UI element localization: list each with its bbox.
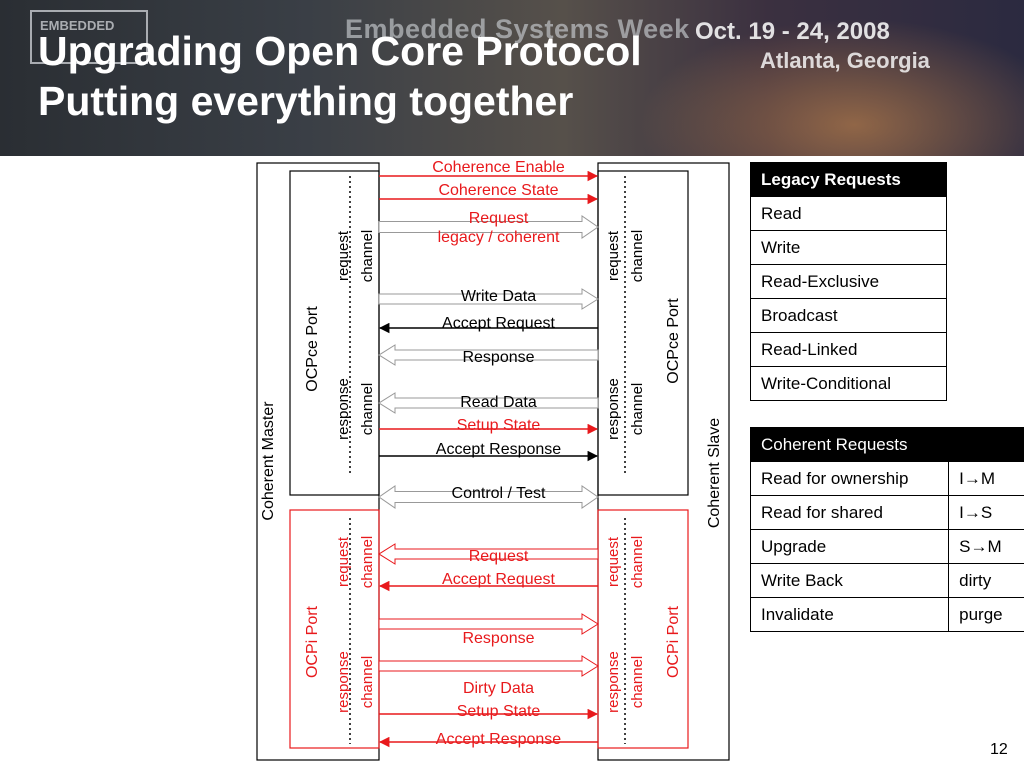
- state-transition-cell: I→S: [948, 495, 1024, 530]
- title-line-2: Putting everything together: [38, 78, 574, 124]
- state-transition-cell: purge: [948, 597, 1024, 632]
- ocpi-port-box-slave: [597, 509, 689, 749]
- legacy-request-cell: Read-Exclusive: [750, 264, 947, 299]
- ocpce-signal-5-arrow: [378, 344, 599, 366]
- legacy-request-cell: Write-Conditional: [750, 366, 947, 401]
- legacy-request-cell: Broadcast: [750, 298, 947, 333]
- request-channel-label-slave-ocpce-2: channel: [629, 230, 646, 283]
- ocpce-signal-3-label: Write Data: [461, 288, 536, 305]
- conference-name: Embedded Systems Week: [345, 14, 690, 44]
- state-transition-cell: dirty: [948, 563, 1024, 598]
- legacy-row: Write: [750, 230, 947, 265]
- coherent-slave-label: Coherent Slave: [706, 418, 723, 528]
- response-channel-label-slave-ocpce-2: channel: [629, 383, 646, 436]
- response-channel-label-master-ocpce-2: channel: [359, 383, 376, 436]
- conference-logo: EMBEDDED: [30, 10, 148, 64]
- legacy-row: Read-Exclusive: [750, 264, 947, 299]
- ocpce-port-label-slave: OCPce Port: [665, 298, 682, 384]
- title-line-1: Upgrading Open Core Protocol: [38, 28, 642, 74]
- ocpi-port-label-slave: OCPi Port: [665, 605, 682, 678]
- ocpce-signal-6-label: Read Data: [460, 394, 537, 411]
- coherent-request-cell: Upgrade: [749, 529, 950, 564]
- ocpce-signal-7-label: Setup State: [457, 417, 541, 434]
- request-channel-label-master-ocpce-1: request: [335, 230, 352, 281]
- state-transition-cell: S→M: [948, 529, 1024, 564]
- state-transition-cell: I→M: [948, 461, 1024, 496]
- ocpce-signal-6-arrow: [378, 392, 599, 414]
- coherent-requests-header: Coherent Requests: [750, 427, 1024, 462]
- conference-date: Oct. 19 - 24, 2008: [695, 18, 890, 45]
- ocpi-signal-0-arrow: [378, 543, 599, 565]
- request-channel-label-slave-ocpi-1: request: [605, 536, 622, 587]
- request-channel-label-master-ocpi-2: channel: [359, 536, 376, 589]
- city-skyline-photo: [600, 0, 1024, 156]
- ocpce-signal-0-label: Coherence Enable: [432, 159, 565, 176]
- ocpi-signal-3-label: Dirty Data: [463, 680, 534, 697]
- response-channel-label-slave-ocpi-2: channel: [629, 656, 646, 709]
- legacy-row: Broadcast: [750, 298, 947, 333]
- slide-title: Upgrading Open Core Protocol Putting eve…: [38, 26, 642, 126]
- ocpce-signal-3-arrow: [378, 288, 599, 310]
- ocpce-signal-9-label: Control / Test: [452, 485, 547, 502]
- ocpce-signal-2-arrow: [378, 215, 599, 239]
- coherent-request-cell: Write Back: [749, 563, 950, 598]
- response-channel-label-slave-ocpi-1: response: [605, 651, 622, 713]
- ocpce-port-box-slave: [597, 170, 689, 496]
- legacy-row: Write-Conditional: [750, 366, 947, 401]
- legacy-request-cell: Read-Linked: [750, 332, 947, 367]
- response-channel-label-master-ocpi-2: channel: [359, 656, 376, 709]
- ocpce-signal-9-arrow: [378, 485, 599, 509]
- slide-number: 12: [990, 741, 1008, 758]
- ocpi-port-label-master: OCPi Port: [304, 605, 321, 678]
- ocpi-signal-1-label: Accept Request: [442, 571, 556, 588]
- coherent-request-cell: Read for ownership: [749, 461, 950, 496]
- legacy-request-cell: Write: [750, 230, 947, 265]
- coherent-master-label: Coherent Master: [260, 401, 277, 521]
- ocpce-signal-1-label: Coherence State: [438, 182, 558, 199]
- coherent-request-cell: Invalidate: [749, 597, 950, 632]
- ocpi-signal-0-label: Request: [469, 548, 529, 565]
- ocpce-port-label-master: OCPce Port: [304, 306, 321, 392]
- request-channel-label-master-ocpi-1: request: [335, 536, 352, 587]
- legacy-row: Read: [750, 196, 947, 231]
- request-channel-label-master-ocpce-2: channel: [359, 230, 376, 283]
- ocpi-signal-5-label: Accept Response: [436, 731, 562, 748]
- protocol-diagram: Coherent Master Coherent Slave OCPce Por…: [256, 159, 730, 761]
- legacy-request-cell: Read: [750, 196, 947, 231]
- ocpi-signal-4-label: Setup State: [457, 703, 541, 720]
- ocpi-signal-2-arrow: [378, 613, 599, 635]
- request-channel-label-slave-ocpi-2: channel: [629, 536, 646, 589]
- request-channel-label-slave-ocpce-1: request: [605, 230, 622, 281]
- legacy-row: Read-Linked: [750, 332, 947, 367]
- ocpce-signal-5-label: Response: [462, 349, 534, 366]
- ocpi-signal-3-arrow: [378, 655, 599, 677]
- ocpi-signal-2-label: Response: [462, 630, 534, 647]
- conference-location: Atlanta, Georgia: [760, 48, 930, 73]
- header-banner: EMBEDDED Embedded Systems Week Oct. 19 -…: [0, 0, 1024, 156]
- legacy-requests-header: Legacy Requests: [750, 162, 947, 197]
- response-channel-label-master-ocpi-1: response: [335, 651, 352, 713]
- ocpce-signal-8-label: Accept Response: [436, 441, 562, 458]
- ocpce-signal-4-label: Accept Request: [442, 315, 556, 332]
- response-channel-label-slave-ocpce-1: response: [605, 378, 622, 440]
- response-channel-label-master-ocpce-1: response: [335, 378, 352, 440]
- coherent-request-cell: Read for shared: [749, 495, 950, 530]
